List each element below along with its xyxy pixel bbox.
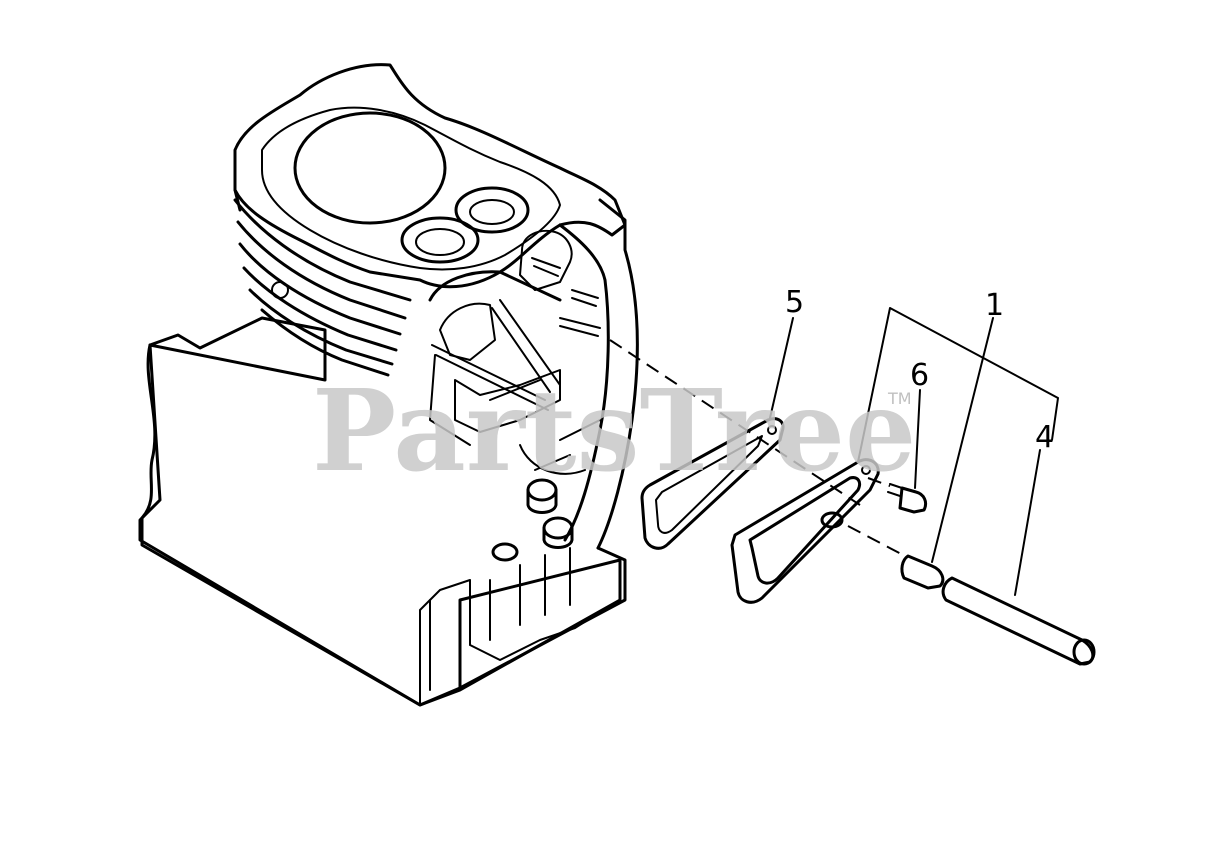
gasket-hole bbox=[767, 425, 777, 435]
watermark-text: PartsTree bbox=[312, 366, 916, 497]
stud-5 bbox=[559, 317, 601, 337]
tube-body bbox=[941, 576, 1095, 666]
stud-3 bbox=[491, 299, 561, 393]
engine-block bbox=[138, 63, 639, 707]
valve-port-2-inner bbox=[469, 199, 515, 225]
leader-lines bbox=[769, 307, 1059, 596]
tappet-2-body bbox=[542, 526, 574, 549]
watermark-trademark: TM bbox=[887, 389, 912, 408]
stud-1 bbox=[531, 257, 561, 277]
gasket-inner bbox=[655, 435, 763, 534]
valve-chamber-inner bbox=[439, 302, 561, 433]
fitting bbox=[847, 525, 945, 590]
cylinder-head-outline bbox=[233, 63, 627, 289]
tube-end bbox=[1072, 638, 1096, 666]
gasket bbox=[640, 417, 785, 550]
screw-head bbox=[898, 486, 928, 514]
callout-4: 4 bbox=[1035, 420, 1054, 455]
breather-screw-hole bbox=[861, 465, 871, 475]
breather-cover bbox=[730, 458, 880, 604]
cylinder-bore bbox=[293, 111, 447, 225]
gasket-outer bbox=[640, 417, 785, 550]
screw-shank bbox=[887, 483, 903, 497]
leader-1 bbox=[931, 317, 994, 563]
fitting-body bbox=[900, 554, 945, 590]
breather-plate bbox=[730, 458, 880, 604]
breather-port bbox=[820, 511, 844, 529]
tappet-1-body bbox=[526, 488, 558, 514]
assembly-centerline bbox=[609, 339, 861, 506]
cylinder-head-gasket-ridge bbox=[261, 106, 561, 271]
cooling-fins bbox=[233, 188, 412, 377]
valve-port-2 bbox=[454, 186, 530, 234]
tappet-2 bbox=[542, 516, 574, 540]
crankcase-ribs bbox=[429, 547, 601, 691]
leader-4 bbox=[1014, 449, 1041, 596]
mounting-boss bbox=[519, 230, 573, 291]
callout-6: 6 bbox=[910, 358, 929, 393]
valve-port-1 bbox=[400, 216, 480, 264]
screw bbox=[867, 477, 928, 514]
screw-centerline bbox=[867, 477, 891, 487]
valve-chamber-frame bbox=[428, 198, 639, 550]
tappet-3 bbox=[491, 542, 519, 562]
leader-kit-bracket bbox=[857, 307, 1059, 463]
callout-5: 5 bbox=[785, 285, 804, 320]
breather-tube bbox=[941, 576, 1096, 666]
leader-5 bbox=[769, 317, 794, 419]
chamber-details bbox=[429, 354, 601, 475]
fitting-centerline bbox=[847, 525, 906, 557]
valve-port-1-inner bbox=[415, 228, 465, 256]
fin-bolt bbox=[271, 281, 289, 299]
leader-6 bbox=[914, 389, 921, 489]
stud-2 bbox=[571, 289, 599, 307]
callout-1: 1 bbox=[985, 288, 1004, 323]
breather-dome bbox=[748, 476, 862, 585]
stud-4 bbox=[431, 344, 549, 411]
